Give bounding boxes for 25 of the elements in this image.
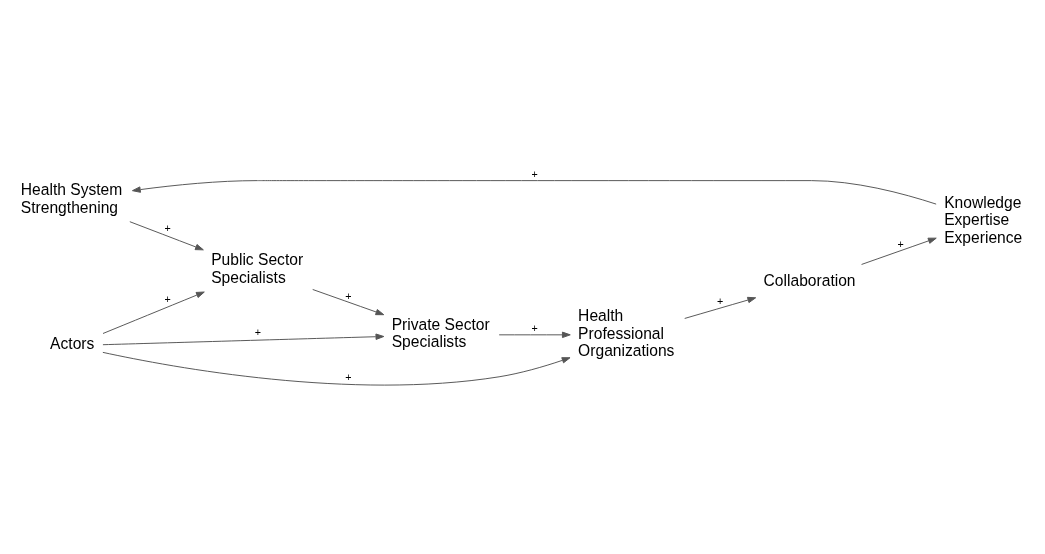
edge-label: +	[345, 289, 352, 302]
edge-label: +	[531, 321, 538, 334]
node-text: Collaboration	[763, 271, 856, 289]
arrow	[312, 289, 385, 316]
edge-label: +	[897, 237, 904, 250]
edge-label: +	[164, 222, 171, 235]
arrow	[131, 180, 937, 205]
arrow	[102, 291, 205, 334]
arrow	[861, 237, 937, 265]
arrow	[684, 296, 757, 319]
node-text: Actors	[50, 335, 95, 353]
arrow	[102, 351, 571, 386]
edge-label: +	[531, 167, 538, 180]
node-text: Knowledge Expertise Experience	[944, 193, 1023, 246]
node-text: Health System Strengthening	[20, 181, 123, 216]
edge-label: +	[345, 370, 352, 383]
arrow	[102, 333, 385, 346]
node-text: Health Professional Organizations	[578, 306, 675, 360]
node-text: Public Sector Specialists	[211, 251, 304, 286]
arrow	[498, 331, 571, 339]
edge-label: +	[717, 295, 724, 308]
node-text: Private Sector Specialists	[391, 315, 490, 351]
edge-label: +	[164, 293, 171, 306]
arrow	[129, 221, 204, 251]
edge-label: +	[254, 325, 262, 338]
